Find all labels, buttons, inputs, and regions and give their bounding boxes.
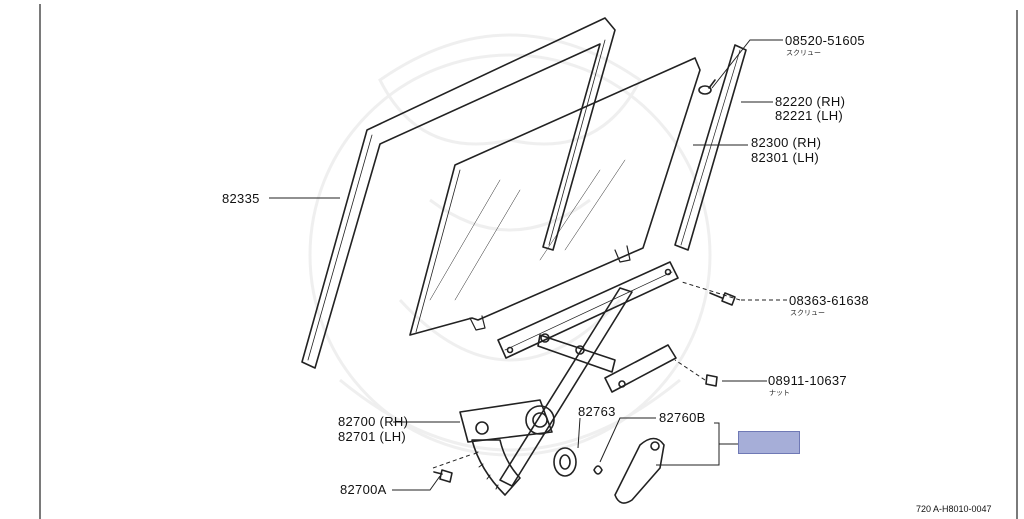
secondary-rail xyxy=(604,344,677,393)
leader-82700a xyxy=(392,475,441,491)
part-number-82700-rh: 82700 (RH) xyxy=(338,414,409,429)
bolt-08363-shape xyxy=(709,292,736,306)
part-note-screw-08363: スクリュー xyxy=(790,309,825,317)
part-number-82301-lh: 82301 (LH) xyxy=(751,150,820,165)
highlight-marker xyxy=(738,431,800,454)
leader-08520 xyxy=(711,39,783,89)
part-number-82763: 82763 xyxy=(578,404,616,419)
handle-clip xyxy=(593,465,603,475)
regulator-plate xyxy=(459,399,553,443)
leader-lines xyxy=(269,39,787,491)
drawing-lines xyxy=(301,17,747,504)
part-note-screw-08520: スクリュー xyxy=(786,49,821,57)
glass-run-channel xyxy=(301,17,616,369)
run-channel xyxy=(674,44,747,251)
screw-08520-shape xyxy=(698,79,716,95)
nut-08911-shape xyxy=(705,374,718,387)
window-handle xyxy=(614,437,665,504)
part-number-82221-lh: 82221 (LH) xyxy=(775,108,844,123)
part-number-82220-rh: 82220 (RH) xyxy=(775,94,846,109)
drawing-code: 720 A-H8010-0047 xyxy=(916,504,992,514)
escutcheon-shape xyxy=(553,447,577,477)
regulator-arm-1 xyxy=(499,287,633,487)
watermark-emblem xyxy=(308,33,712,457)
part-number-82700a: 82700A xyxy=(340,482,387,497)
part-number-screw-08363: 08363-61638 xyxy=(789,293,869,308)
regulator-arm-2 xyxy=(537,334,616,373)
leader-82763 xyxy=(577,417,581,449)
part-number-82335: 82335 xyxy=(222,191,260,206)
part-number-nut-08911: 08911-10637 xyxy=(768,373,847,388)
bolt-82700a-shape xyxy=(433,469,453,483)
part-note-nut-08911: ナット xyxy=(769,389,790,397)
sector-gear xyxy=(471,439,521,496)
leader-82760b xyxy=(599,417,656,463)
part-number-screw-08520: 08520-51605 xyxy=(785,33,865,48)
part-number-82300-rh: 82300 (RH) xyxy=(751,135,822,150)
leader-82760b-bracket xyxy=(656,422,720,466)
door-glass xyxy=(409,57,701,336)
part-number-82701-lh: 82701 (LH) xyxy=(338,429,407,444)
part-number-82760b: 82760B xyxy=(659,410,706,425)
lower-guide-rail xyxy=(497,261,679,359)
